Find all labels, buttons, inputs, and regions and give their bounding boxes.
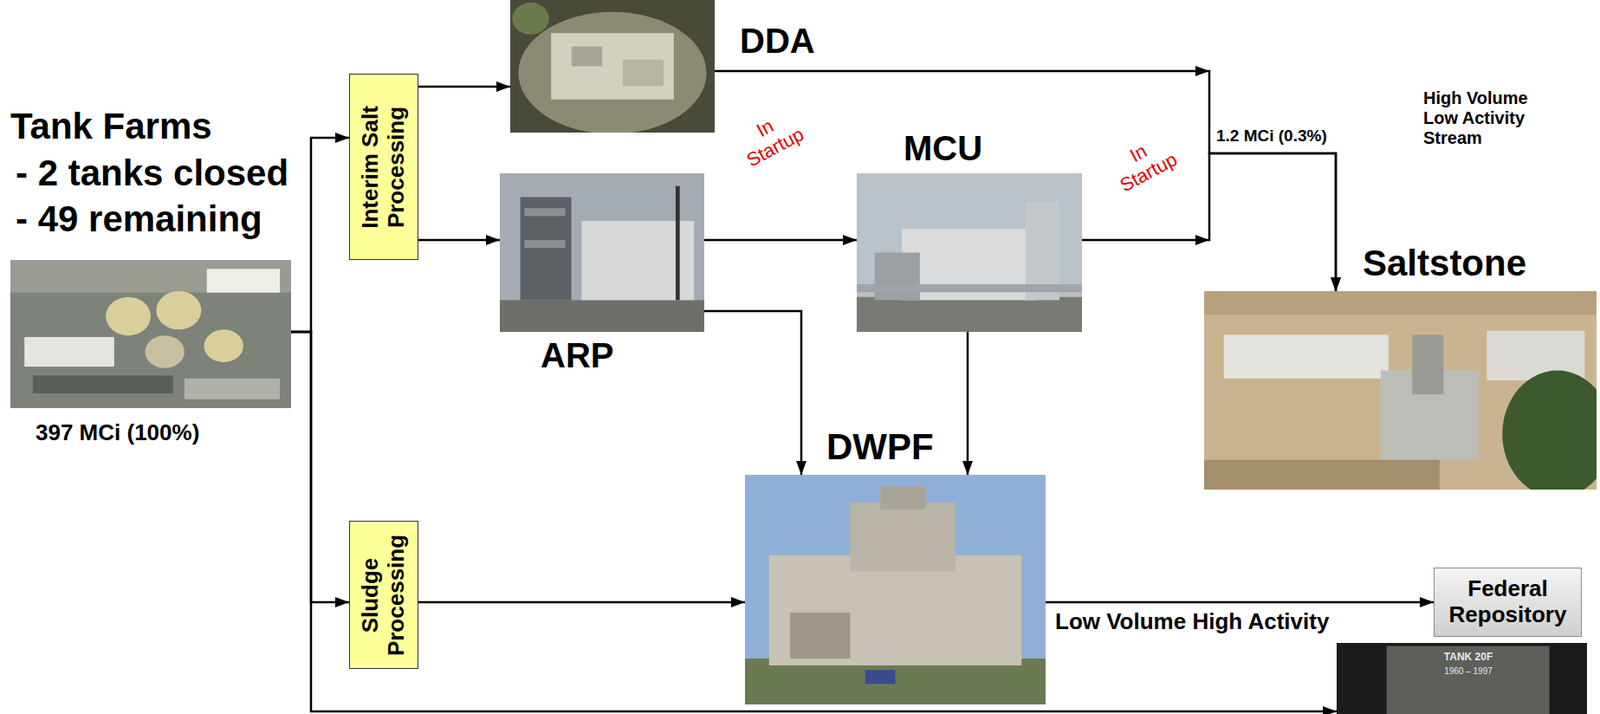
node-label: Tank Farms xyxy=(10,105,213,148)
photo-detail xyxy=(1502,370,1597,490)
node-label: MCU xyxy=(903,128,983,169)
photo-node: TANK 20F 1960 – 1997 xyxy=(1336,642,1588,714)
node-label: 397 MCi (100%) xyxy=(35,420,200,447)
photo-detail xyxy=(105,297,151,336)
photo-ground xyxy=(1336,642,1588,714)
node-text: Sludge Processing xyxy=(357,526,410,663)
photo-detail xyxy=(856,284,1082,292)
node-label: Saltstone xyxy=(1362,242,1527,285)
flow-arrow xyxy=(291,137,350,332)
photo-detail xyxy=(204,329,244,363)
photo-detail xyxy=(1412,334,1444,395)
photo-ground xyxy=(856,173,1082,332)
photo-detail xyxy=(145,335,185,369)
photo-detail xyxy=(10,259,292,293)
photo-detail xyxy=(790,612,850,659)
annotation-label: High Volume Low Activity Stream xyxy=(1423,88,1541,149)
flow-arrow xyxy=(418,85,511,89)
photo-detail xyxy=(184,378,280,400)
flow-arrow xyxy=(704,310,802,475)
flow-arrow xyxy=(704,239,857,242)
photo-illustration xyxy=(744,474,1046,705)
node-label: 1960 – 1997 xyxy=(1444,666,1493,677)
flow-arrow xyxy=(291,331,350,603)
edge-label: In Startup xyxy=(1101,126,1186,200)
photo-node: Tank Farms- 2 tanks closed- 49 remaining… xyxy=(10,259,292,409)
photo-detail xyxy=(675,186,681,301)
photo-detail xyxy=(524,207,565,216)
photo-detail xyxy=(520,196,572,300)
photo-detail xyxy=(769,555,1022,666)
edge-label: In Startup xyxy=(727,101,813,175)
photo-detail xyxy=(874,252,920,301)
flow-arrow xyxy=(966,331,970,475)
photo-illustration xyxy=(10,259,292,409)
photo-node: ARP xyxy=(499,173,705,332)
node-label: TANK 20F xyxy=(1444,651,1493,664)
node-label: DWPF xyxy=(826,426,934,468)
photo-detail xyxy=(1204,291,1597,315)
photo-illustration xyxy=(510,0,715,133)
photo-detail xyxy=(880,485,926,510)
process-box: Interim Salt Processing xyxy=(349,73,419,260)
photo-detail xyxy=(511,2,549,35)
photo-detail xyxy=(518,12,707,133)
photo-detail xyxy=(207,268,280,292)
node-label: DDA xyxy=(739,20,816,61)
photo-node: DWPF xyxy=(744,474,1046,705)
photo-detail xyxy=(550,32,674,100)
flow-arrow xyxy=(291,331,1337,712)
photo-detail xyxy=(24,336,115,367)
flow-arrow xyxy=(1045,601,1434,604)
photo-detail xyxy=(524,239,565,248)
photo-detail xyxy=(622,59,664,87)
flow-arrow xyxy=(418,239,500,242)
node-text: Interim Salt Processing xyxy=(357,79,410,254)
node-text: Federal Repository xyxy=(1442,576,1574,629)
node-label: ARP xyxy=(540,335,614,376)
node-label: - 2 tanks closed xyxy=(15,152,289,195)
photo-detail xyxy=(1204,459,1440,490)
edge-label: Low Volume High Activity xyxy=(1055,608,1329,635)
photo-detail xyxy=(744,658,1046,705)
photo-detail xyxy=(571,46,603,67)
photo-ground xyxy=(499,173,705,332)
photo-detail xyxy=(849,502,955,572)
photo-detail xyxy=(499,299,705,332)
flow-arrow xyxy=(418,601,745,604)
photo-detail xyxy=(1386,646,1550,714)
photo-node: Saltstone xyxy=(1204,291,1597,490)
node-label: - 49 remaining xyxy=(15,198,263,240)
photo-ground xyxy=(10,259,292,409)
photo-node: MCU xyxy=(856,173,1082,332)
annotation-label: 1.2 MCi (0.3%) xyxy=(1216,126,1328,146)
photo-illustration xyxy=(856,173,1082,332)
photo-detail xyxy=(865,669,896,684)
photo-illustration xyxy=(1204,291,1597,490)
photo-detail xyxy=(856,297,1082,332)
photo-detail xyxy=(155,291,201,330)
photo-node: DDA xyxy=(510,0,715,133)
process-box: Federal Repository xyxy=(1433,567,1582,637)
photo-detail xyxy=(1224,334,1389,378)
photo-ground xyxy=(744,474,1046,705)
photo-illustration xyxy=(499,173,705,332)
photo-detail xyxy=(32,375,174,394)
process-box: Sludge Processing xyxy=(349,520,419,669)
